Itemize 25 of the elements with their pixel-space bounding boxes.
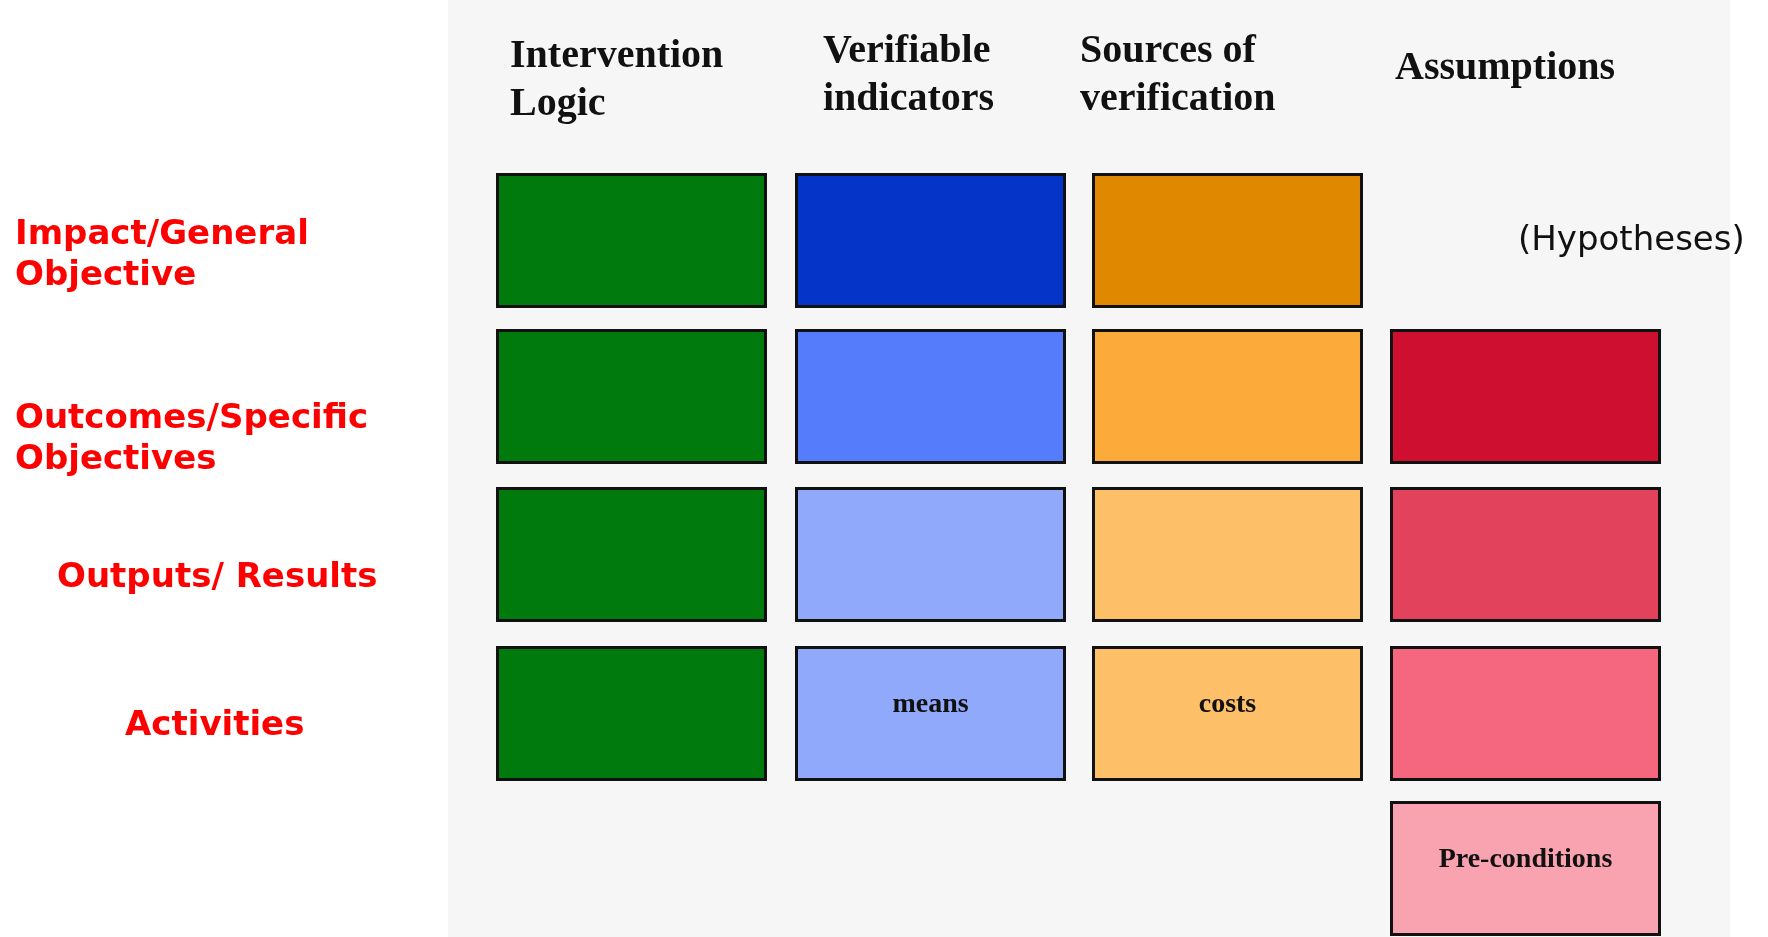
colored-box <box>1390 329 1661 464</box>
colored-box <box>1092 329 1363 464</box>
row-heading: Impact/General Objective <box>15 212 310 294</box>
colored-box <box>496 173 767 308</box>
note-text: (Hypotheses) <box>1518 218 1746 259</box>
row-heading: Outputs/ Results <box>57 555 379 596</box>
column-heading: Sources of verification <box>1080 25 1277 121</box>
row-heading: Outcomes/Specific Objectives <box>15 396 370 478</box>
colored-box <box>1390 487 1661 622</box>
row-heading: Activities <box>125 703 306 744</box>
colored-box <box>795 487 1066 622</box>
colored-box <box>496 487 767 622</box>
column-heading: Assumptions <box>1395 42 1617 90</box>
text-box: Pre-conditions <box>1390 801 1661 936</box>
text-box: means <box>795 646 1066 781</box>
column-heading: Intervention Logic <box>510 30 725 126</box>
text-box: costs <box>1092 646 1363 781</box>
colored-box <box>795 173 1066 308</box>
colored-box <box>496 646 767 781</box>
colored-box <box>496 329 767 464</box>
colored-box <box>1092 487 1363 622</box>
colored-box <box>1390 646 1661 781</box>
colored-box <box>1092 173 1363 308</box>
colored-box <box>795 329 1066 464</box>
column-heading: Verifiable indicators <box>823 25 996 121</box>
